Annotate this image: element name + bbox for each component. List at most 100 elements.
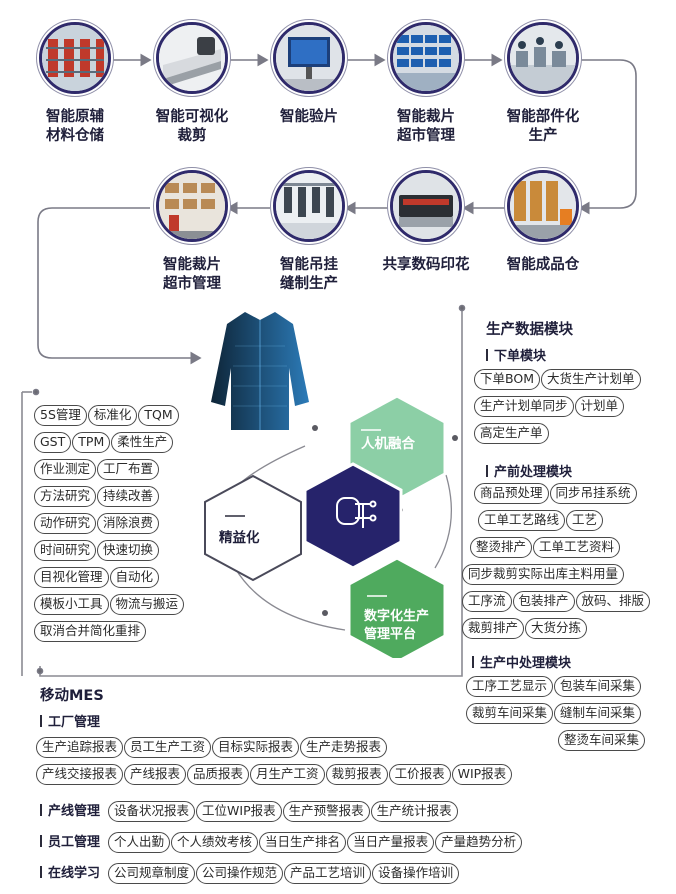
staff-tag: 产量趋势分析 [435,832,523,853]
station-cut-piece-supermarket: 智能裁片超市管理 [371,22,481,146]
order-row: 高定生产单 [474,422,674,449]
lean-row: 动作研究消除浪费 [34,512,214,539]
mid-module-title: 生产中处理模块 [472,652,674,671]
lean-row: 时间研究快速切换 [34,539,214,566]
pre-row: 工单工艺路线工艺 [462,509,674,536]
station-label-line2: 超市管理 [163,276,221,292]
pre-tag: 裁剪排产 [462,618,525,639]
station-raw-material-warehouse: 智能原辅材料仓储 [20,22,130,146]
line-tag: 生产统计报表 [370,801,458,822]
learn-tag: 设备操作培训 [372,863,460,884]
storage-racks-photo [156,170,228,242]
factory-tag: 员工生产工资 [124,737,212,758]
learn-tag: 产品工艺培训 [284,863,372,884]
station-label-line1: 共享数码印花 [382,257,470,273]
pre-tag: 包装排产 [512,591,575,612]
lean-tag: 5S管理 [34,405,87,426]
hex-human-machine: 人机融合 [361,436,415,452]
station-label-line2: 材料仓储 [46,128,104,144]
factory-tag: 品质报表 [187,764,250,785]
lean-tag: 标准化 [87,405,138,426]
line-tag: 生产预警报表 [282,801,370,822]
staff-title: 员工管理 [40,835,100,850]
station-label-line2: 生产 [528,128,558,144]
staff-tag: 当日生产排名 [259,832,347,853]
blue-bin-racks-photo [390,22,462,94]
lean-row: 方法研究持续改善 [34,485,214,512]
learn-title: 在线学习 [40,866,100,881]
factory-label: 工厂管理 [48,715,101,730]
station-label-line1: 智能吊挂 [280,257,338,273]
line-row: 产线管理设备状况报表工位WIP报表生产预警报表生产统计报表 [40,800,670,827]
data-module-title: 生产数据模块 [486,322,573,338]
line-title: 产线管理 [40,804,100,819]
digital-printer-photo [390,170,462,242]
hex-lean: 精益化 [219,530,260,546]
station-piece-inspection: 智能验片 [254,22,364,127]
factory-tag: 产线报表 [124,764,187,785]
finished-goods-photo [507,170,579,242]
station-label-line2: 裁剪 [177,128,207,144]
hex-digital-line1: 数字化生产 [364,609,430,624]
mid-tag: 裁剪车间采集 [466,703,554,724]
pre-row: 整烫排产工单工艺资料 [462,536,674,563]
order-tag: 下单BOM [474,369,540,390]
mes-title: 移动MES [40,688,104,704]
hexagon-cluster [204,394,458,658]
mid-tag: 缝制车间采集 [554,703,642,724]
hanging-system-photo [273,170,345,242]
lean-tag: 模板小工具 [34,594,109,615]
station-label-line1: 智能裁片 [163,257,221,273]
learn-tag: 公司规章制度 [108,863,196,884]
factory-tag: WIP报表 [451,764,513,785]
pre-row: 工序流包装排产放码、排版 [462,590,674,617]
factory-title: 工厂管理 [40,711,670,730]
lean-tag: 动作研究 [34,513,97,534]
order-tag: 计划单 [574,396,625,417]
line-tag: 工位WIP报表 [196,801,282,822]
station-label-line2: 缝制生产 [280,276,338,292]
lean-tag: 持续改善 [97,486,160,507]
mes-section: 移动MES 工厂管理 生产追踪报表员工生产工资目标实际报表生产走势报表 产线交接… [36,684,670,889]
staff-tag: 个人出勤 [108,832,171,853]
pre-row: 裁剪排产大货分拣 [462,617,674,644]
order-row: 生产计划单同步计划单 [474,395,674,422]
line-tag: 设备状况报表 [108,801,196,822]
lean-row: 模板小工具物流与搬运 [34,593,214,620]
staff-tag: 当日产量报表 [347,832,435,853]
pre-tag: 大货分拣 [525,618,588,639]
lean-tag: 取消合并简化重排 [34,621,147,642]
pre-tag: 商品预处理 [474,483,549,504]
station-finished-goods: 智能成品仓 [488,170,598,275]
lean-tag: 时间研究 [34,540,97,561]
warehouse-shelves-photo [39,22,111,94]
learn-label: 在线学习 [48,866,101,881]
factory-tag: 目标实际报表 [212,737,300,758]
pre-module-label: 产前处理模块 [494,465,573,480]
factory-tag: 产线交接报表 [36,764,124,785]
factory-row: 生产追踪报表员工生产工资目标实际报表生产走势报表 [36,736,670,763]
mid-row: 整烫车间采集 [462,729,674,756]
order-module-title: 下单模块 [486,345,674,364]
station-hanging-sewing: 智能吊挂缝制生产 [254,170,364,294]
ai-brain-icon [340,498,370,528]
station-component-production: 智能部件化生产 [488,22,598,146]
learn-tag: 公司操作规范 [196,863,284,884]
production-line-photo [507,22,579,94]
order-tag: 高定生产单 [474,423,549,444]
factory-tag: 生产追踪报表 [36,737,124,758]
pre-tag: 放码、排版 [575,591,651,612]
lean-row: 取消合并简化重排 [34,620,214,647]
hex-digital-platform: 数字化生产 管理平台 [364,608,429,644]
order-tag: 生产计划单同步 [474,396,574,417]
lean-tag: TPM [72,432,111,453]
order-module-label: 下单模块 [494,349,547,364]
pre-tag: 同步裁剪实际出库主料用量 [462,564,625,585]
station-label-line1: 智能成品仓 [506,257,580,273]
lean-tag: 方法研究 [34,486,97,507]
station-label-line1: 智能可视化 [155,109,229,125]
